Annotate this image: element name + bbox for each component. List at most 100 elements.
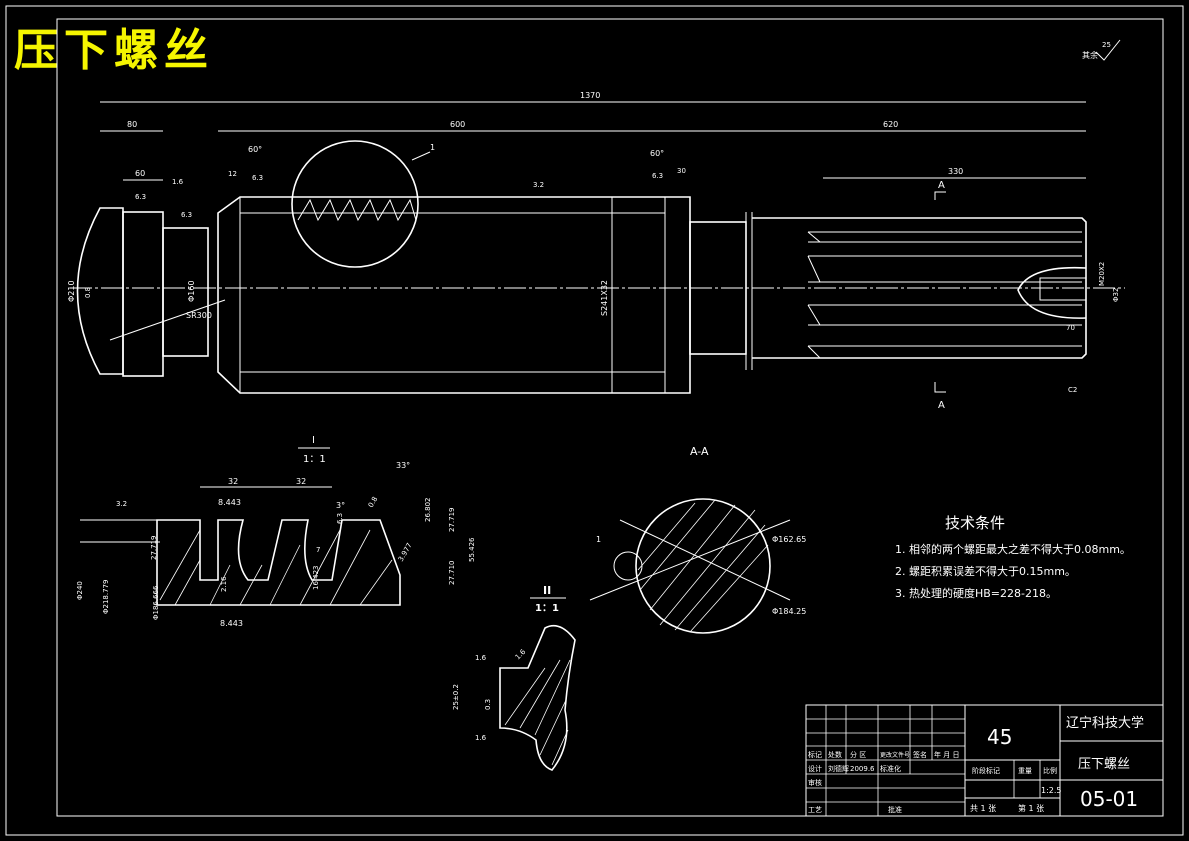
tech-requirement-item: 1. 相邻的两个螺距最大之差不得大于0.08mm。 [895,543,1131,556]
sr-leader [109,299,226,341]
hatch-section [637,499,769,633]
dim-26802: 26.802 [424,498,432,523]
roughness-ii-b: 1.6 [514,647,528,661]
threaded-hole [1039,277,1087,301]
outer-frame [5,5,1184,836]
roughness-detail-08: 0.8 [367,495,379,509]
detail-i-title: I [312,435,315,446]
dim-pitch-a: 32 [228,477,238,486]
designer: 刘德辉 [828,764,849,773]
main-view: 1370 80 600 620 330 60 12 30 60° 60° Φ21… [67,91,1125,411]
dim-screw-hole: M20X2 [1098,262,1106,286]
dim-27719b: 27.719 [448,508,456,533]
roughness-other-value: 25 [1102,41,1111,49]
detail-ii-scale: 1：1 [535,603,559,614]
header-change-doc: 更改文件号 [880,751,910,759]
std-label: 标准化 [880,764,901,773]
hatch-detail-ii [504,659,571,766]
callout-1: 1 [430,143,435,152]
check-label: 审核 [808,778,822,787]
roughness-63a: 6.3 [135,193,146,201]
section-aa: A-A 1 Φ162.65 Φ184.25 [589,445,806,634]
stage-label: 阶段标记 [972,766,1000,775]
chamfer-left-text: 60° [248,145,262,154]
header-count: 处数 [828,750,842,759]
scale-label: 比例 [1043,766,1057,775]
tech-requirement-item: 2. 螺距积累误差不得大于0.15mm。 [895,565,1076,578]
dim-8443a: 8.443 [218,498,241,507]
dim-thread: S241X32 [600,280,609,316]
thread-profile [156,519,401,606]
dim-neck-diameter: Φ160 [187,280,196,302]
roughness-16: 1.6 [172,178,184,186]
dim-27719a: 27.719 [150,536,158,561]
roughness-other-label: 其余 [1082,50,1098,60]
end-hole-cutaway [1017,266,1087,319]
roughness-63c: 6.3 [252,174,263,182]
inner-frame [56,18,1164,817]
weight-label: 重量 [1018,767,1032,775]
detail-ii-title: II [543,584,551,597]
section-arrow-top [934,191,946,200]
dim-7: 7 [316,546,320,554]
chamfer-c2: C2 [1068,386,1077,394]
header-mark: 标记 [808,750,822,759]
groove-profile [499,624,576,771]
dim-16423: 16.423 [312,566,320,591]
drawing-title: 压下螺丝 [14,25,214,76]
dim-d162: Φ162.65 [772,535,806,544]
dim-dia186: Φ186.666 [152,585,160,620]
craft-label: 工艺 [808,806,822,814]
thread-body [217,196,691,394]
hole-callout-circle [613,551,643,581]
spline-section-circle [635,498,771,634]
tech-requirements: 技术条件 1. 相邻的两个螺距最大之差不得大于0.08mm。 2. 螺距积累误差… [895,512,1131,605]
head-spherical [76,207,124,375]
angle-33: 33° [396,461,410,470]
dim-03: 0.3 [484,699,492,710]
drawing-number: 05-01 [1080,787,1138,811]
callout-1-leader [411,151,431,161]
section-axis-b [619,519,791,601]
detail-i-circle [291,140,419,268]
tech-requirement-item: 3. 热处理的硬度HB=228-218。 [895,587,1057,600]
section-label-top: A [938,180,945,191]
dim-right-text: 620 [883,120,898,129]
dim-hole-depth: 70 [1066,324,1075,332]
dim-8443b: 8.443 [220,619,243,628]
roughness-detail-63: 6.3 [336,513,344,524]
dim-groove-text: 12 [228,170,237,178]
dim-255: 25±0.2 [452,684,460,710]
spline-runouts [807,231,821,359]
roughness-08-text: 0.8 [84,287,92,298]
header-sign: 签名 [913,750,927,759]
tech-requirements-title: 技术条件 [945,514,1006,532]
roughness-detail-32: 3.2 [116,500,127,508]
roughness-symbol-icon [1095,39,1121,61]
section-aa-title: A-A [690,445,709,458]
dim-d184: Φ184.25 [772,607,806,616]
section-arrow-bottom [934,382,946,393]
detail-ii: II 1：1 25±0.2 0.3 1.6 1.6 1.6 [452,584,576,771]
dim-left-head-text: 80 [127,120,137,129]
title-block-frame [805,704,1164,817]
dim-dia240: Φ240 [76,581,84,600]
dim-sr: SR300 [186,311,212,320]
roughness-ii-a: 1.6 [475,654,487,662]
dim-spline-text: 330 [948,167,963,176]
dim-dia218: Φ218.779 [102,580,110,614]
dim-3977: 3.977 [397,542,414,563]
material: 45 [987,725,1012,749]
dim-overall-text: 1370 [580,91,600,100]
spline-teeth [808,231,1082,359]
header-zone: 分 区 [850,750,866,759]
angle-3: 3° [336,501,345,510]
sheets-total: 共 1 张 [970,804,996,813]
dim-right-groove-text: 30 [677,167,686,175]
section-label-bottom: A [938,400,945,411]
dim-27710: 27.710 [448,561,456,586]
header-date: 年 月 日 [934,750,959,759]
section-axis-a [589,519,791,601]
approve-label: 批准 [888,805,902,814]
